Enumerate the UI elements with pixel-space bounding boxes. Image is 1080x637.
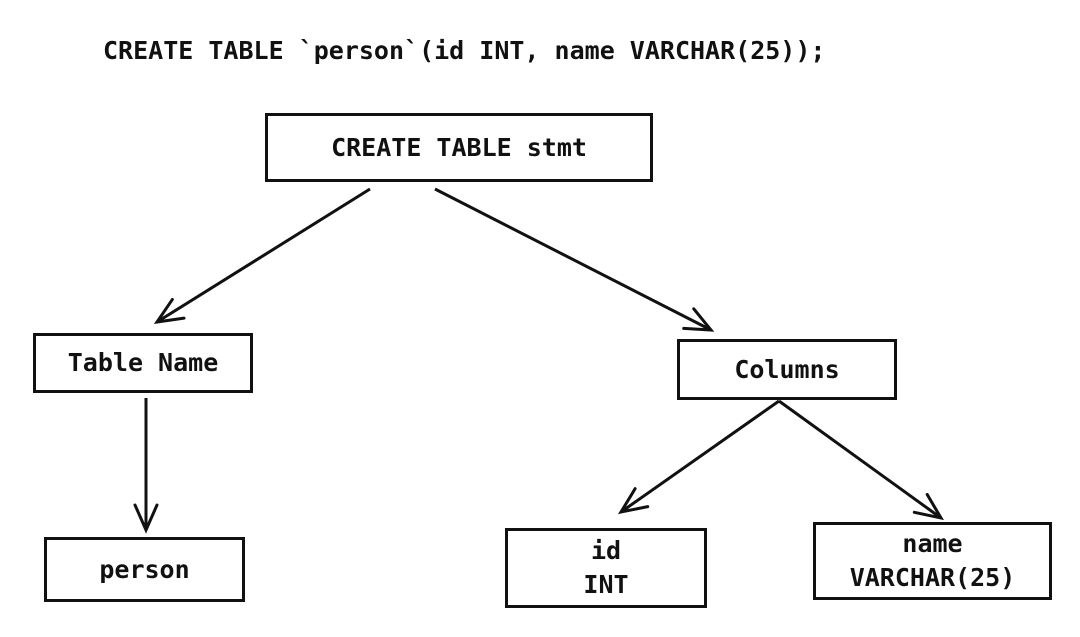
node-column-id-type: INT <box>583 570 629 599</box>
sql-statement-text: CREATE TABLE `person`(id INT, name VARCH… <box>103 36 826 65</box>
edge-root-to-columns <box>434 187 715 332</box>
node-columns: Columns <box>677 339 897 400</box>
node-table-name-label: Table Name <box>67 348 219 377</box>
node-column-name-name: name <box>902 529 963 558</box>
node-column-id: id INT <box>505 528 707 608</box>
edge-root-to-table-name <box>153 187 371 324</box>
edge-columns-to-id <box>617 399 780 515</box>
node-columns-label: Columns <box>734 354 840 384</box>
node-person-value: person <box>44 537 245 602</box>
node-table-name: Table Name <box>33 333 253 393</box>
node-create-table-stmt-label: CREATE TABLE stmt <box>331 132 587 162</box>
node-person-value-label: person <box>99 554 190 584</box>
node-column-id-name: id <box>590 536 622 565</box>
edge-columns-to-name <box>778 399 945 521</box>
node-column-name: name VARCHAR(25) <box>813 522 1052 600</box>
node-create-table-stmt: CREATE TABLE stmt <box>265 113 653 182</box>
node-column-name-type: VARCHAR(25) <box>849 563 1016 592</box>
